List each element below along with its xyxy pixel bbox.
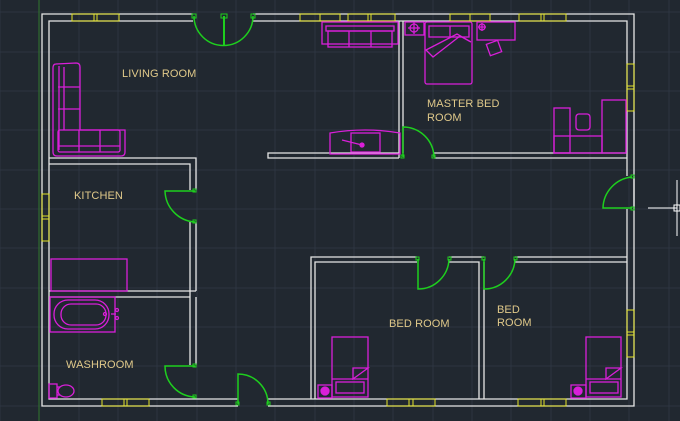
side-door-icon <box>602 174 635 211</box>
bedroom2-label-line1: BED <box>497 304 520 316</box>
kitchen-counter-icon <box>50 258 128 292</box>
master-door-icon <box>400 126 436 159</box>
l-sofa-icon <box>52 62 126 157</box>
room-labels: LIVING ROOM MASTER BED ROOM KITCHEN WASH… <box>66 68 532 371</box>
crosshair-cursor-icon <box>648 180 680 236</box>
rear-door-icon <box>235 373 271 406</box>
entrance-door-icon <box>191 13 256 47</box>
living-room-label: LIVING ROOM <box>122 68 196 80</box>
master-bed-icon <box>424 21 473 85</box>
chair-icon <box>485 39 503 57</box>
bathtub-icon <box>49 296 120 333</box>
bedroom1-bed-icon <box>317 336 370 399</box>
master-bedroom-label-line1: MASTER BED <box>427 98 500 110</box>
bedroom2-label-line2: ROOM <box>497 317 532 329</box>
windows <box>41 13 635 407</box>
sofa-icon <box>321 21 399 48</box>
tv-unit-icon <box>329 129 401 155</box>
bedroom2-bed-icon <box>570 336 623 399</box>
nightstand-icon <box>404 21 425 36</box>
study-desk-icon <box>553 99 627 154</box>
bedroom1-door-icon <box>415 256 452 290</box>
doors <box>164 13 635 406</box>
kitchen-door-icon <box>164 188 197 224</box>
toilet-icon <box>48 383 75 399</box>
desk-icon <box>476 21 516 41</box>
master-bedroom-label-line2: ROOM <box>427 112 462 124</box>
kitchen-label: KITCHEN <box>74 190 123 202</box>
washroom-door-icon <box>164 363 197 399</box>
furniture <box>48 21 627 399</box>
washroom-label: WASHROOM <box>66 359 134 371</box>
bedroom1-label: BED ROOM <box>389 318 450 330</box>
bedroom2-door-icon <box>481 256 518 290</box>
